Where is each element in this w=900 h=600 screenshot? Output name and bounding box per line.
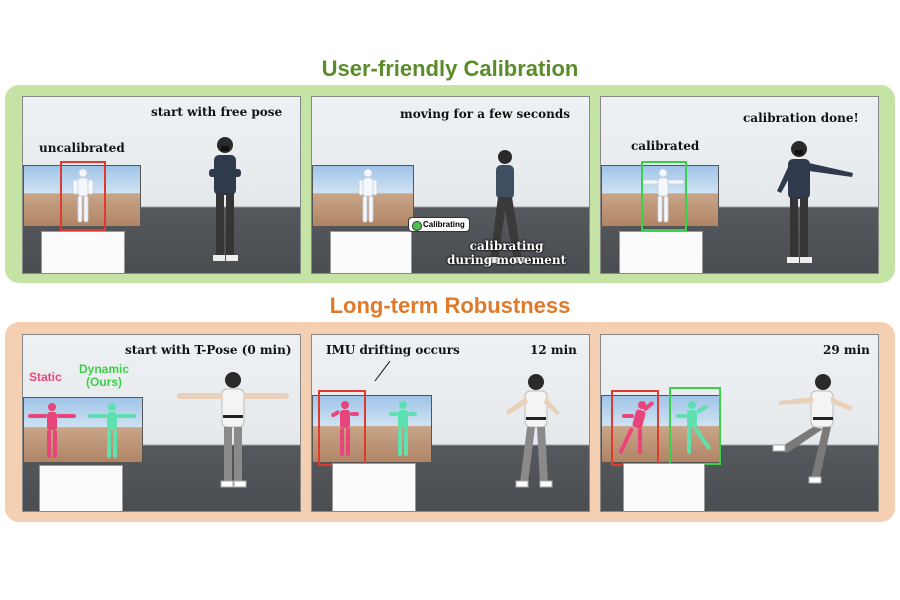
legend-dynamic: Dynamic (Ours) <box>79 362 130 389</box>
calibrating-badge: Calibrating <box>408 217 470 232</box>
avatar-screen <box>23 397 143 463</box>
legend-static: Static <box>29 370 62 384</box>
whiteboard <box>332 463 416 511</box>
whiteboard <box>619 231 703 273</box>
label-calibrated: calibrated <box>631 139 700 153</box>
person-free-pose <box>209 137 241 261</box>
uncalibrated-box <box>60 161 106 231</box>
frame-moving: Calibrating moving for a few seconds cal… <box>311 96 590 274</box>
person-calibrated <box>777 141 853 263</box>
static-drift-box <box>318 390 366 466</box>
avatar-screen <box>312 165 414 227</box>
whiteboard <box>41 231 125 273</box>
calibrated-box <box>641 161 687 231</box>
static-drift-box <box>611 390 659 466</box>
avatar-figure <box>358 168 378 223</box>
calibrating-badge-label: Calibrating <box>423 220 465 229</box>
avatar-screen <box>601 165 719 227</box>
section-title-calibration: User-friendly Calibration <box>321 56 579 81</box>
person-t-pose <box>177 372 289 488</box>
section-title-robustness: Long-term Robustness <box>329 293 571 318</box>
avatar-screen <box>601 395 721 463</box>
caption-free-pose: start with free pose <box>151 105 283 119</box>
person-29-min <box>772 374 853 484</box>
caption-drifting: IMU drifting occurs <box>326 343 460 357</box>
avatar-screen <box>23 165 141 227</box>
time-12-min: 12 min <box>530 343 577 357</box>
whiteboard <box>623 463 705 511</box>
frame-calibration-done: calibration done! calibrated <box>600 96 879 274</box>
caption-t-pose: start with T-Pose (0 min) <box>125 343 292 357</box>
whiteboard <box>39 465 123 511</box>
static-avatar <box>28 403 76 458</box>
avatar-figure <box>72 168 94 223</box>
frame-29-min: 29 min <box>600 334 879 512</box>
dynamic-avatar <box>676 401 711 454</box>
frame-t-pose: start with T-Pose (0 min) Static Dynamic… <box>22 334 301 512</box>
static-avatar <box>619 401 654 454</box>
static-avatar <box>331 401 359 456</box>
caption-calibration-done: calibration done! <box>743 111 859 125</box>
dynamic-stable-box <box>669 387 721 465</box>
caption-moving: moving for a few seconds <box>400 107 571 121</box>
person-walking <box>486 150 525 263</box>
label-uncalibrated: uncalibrated <box>39 141 125 155</box>
time-29-min: 29 min <box>823 343 870 357</box>
frame-free-pose: start with free pose uncalibrated <box>22 96 301 274</box>
frame-12-min: IMU drifting occurs 12 min <box>311 334 590 512</box>
whiteboard <box>330 231 412 273</box>
dynamic-avatar <box>88 403 136 458</box>
caption-during-movement: calibrating during movement <box>447 239 567 267</box>
drift-pointer-line <box>374 360 391 382</box>
dynamic-avatar <box>389 401 417 456</box>
person-12-min <box>506 374 560 488</box>
status-icon <box>412 221 422 231</box>
avatar-screen <box>312 395 432 463</box>
